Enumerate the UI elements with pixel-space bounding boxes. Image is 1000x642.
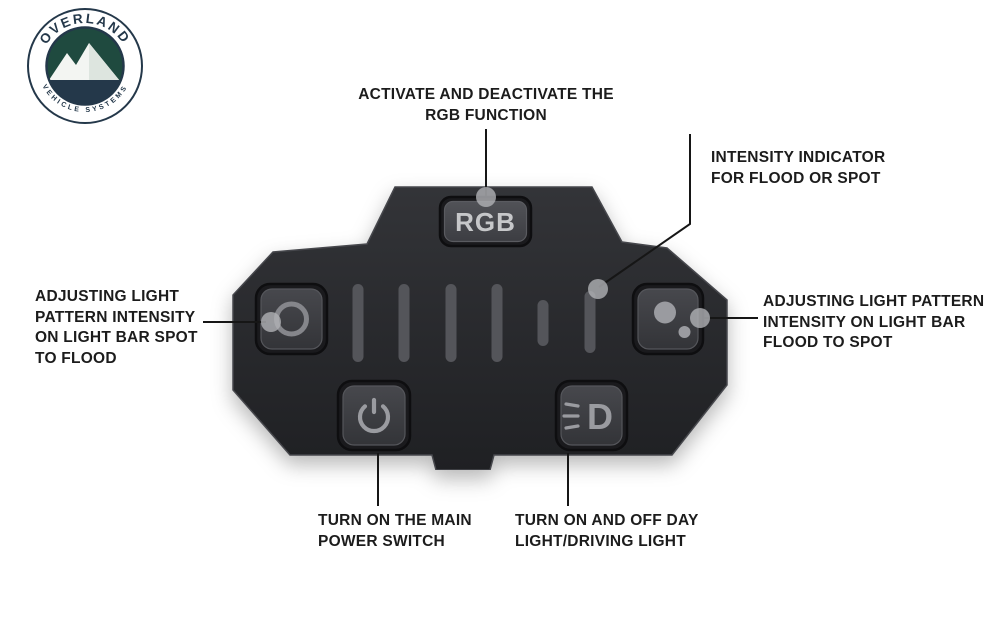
intensity-indicator-bar <box>584 291 596 353</box>
intensity-indicator-bar <box>537 300 549 346</box>
overland-logo: OVERLAND VEHICLE SYSTEMS <box>27 8 143 124</box>
callout-rgb-function: ACTIVATE AND DEACTIVATE THE RGB FUNCTION <box>358 86 614 124</box>
light-controller-device: RGB <box>232 186 728 470</box>
daylight-button-label: D <box>587 396 613 437</box>
intensity-indicator-bar <box>398 284 410 362</box>
intensity-indicator <box>352 284 596 362</box>
rgb-button-label: RGB <box>455 207 516 237</box>
power-button <box>336 379 412 452</box>
spot-intensity-button <box>254 282 329 356</box>
callout-flood-to-spot: ADJUSTING LIGHT PATTERN INTENSITY ON LIG… <box>763 293 985 352</box>
daylight-beam-icon: D <box>562 396 613 437</box>
intensity-indicator-bar <box>491 284 503 362</box>
flood-dots-icon <box>654 301 691 338</box>
callout-daylight: TURN ON AND OFF DAY LIGHT/DRIVING LIGHT <box>515 512 699 550</box>
daylight-button: D <box>554 379 629 452</box>
intensity-indicator-bar <box>352 284 364 362</box>
callout-power-switch: TURN ON THE MAIN POWER SWITCH <box>318 512 472 550</box>
flood-intensity-button <box>631 282 705 356</box>
rgb-button: RGB <box>438 195 533 248</box>
intensity-indicator-bar <box>445 284 457 362</box>
logo-inner-ring <box>45 26 125 106</box>
power-icon <box>357 397 391 434</box>
callout-spot-to-flood: ADJUSTING LIGHT PATTERN INTENSITY ON LIG… <box>35 288 198 367</box>
callout-intensity-indicator: INTENSITY INDICATOR FOR FLOOD OR SPOT <box>711 149 886 187</box>
